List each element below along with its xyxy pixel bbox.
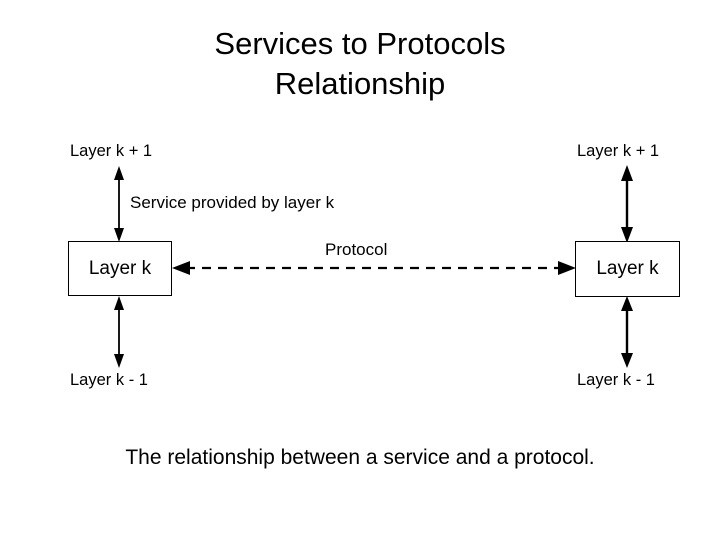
right-layer-above-label: Layer k + 1 — [577, 142, 660, 160]
arrow-left-upper — [114, 166, 124, 242]
arrow-protocol-dashed — [172, 261, 576, 275]
left-layer-k-box-label: Layer k — [88, 257, 152, 279]
left-layer-above-label: Layer k + 1 — [70, 142, 153, 160]
page-title: Services to Protocols Relationship — [214, 26, 506, 101]
arrow-right-upper — [621, 165, 633, 243]
left-layer-below-label: Layer k - 1 — [70, 371, 148, 389]
right-layer-below-label: Layer k - 1 — [577, 371, 655, 389]
arrow-right-lower — [621, 296, 633, 368]
right-layer-k-box[interactable]: Layer k — [575, 241, 680, 297]
protocol-annotation-label: Protocol — [325, 240, 388, 259]
left-layer-k-box[interactable]: Layer k — [68, 241, 172, 296]
service-annotation-label: Service provided by layer k — [130, 193, 335, 212]
right-layer-k-box-label: Layer k — [596, 258, 659, 279]
slide-caption: The relationship between a service and a… — [125, 446, 595, 469]
arrow-left-lower — [114, 296, 124, 368]
